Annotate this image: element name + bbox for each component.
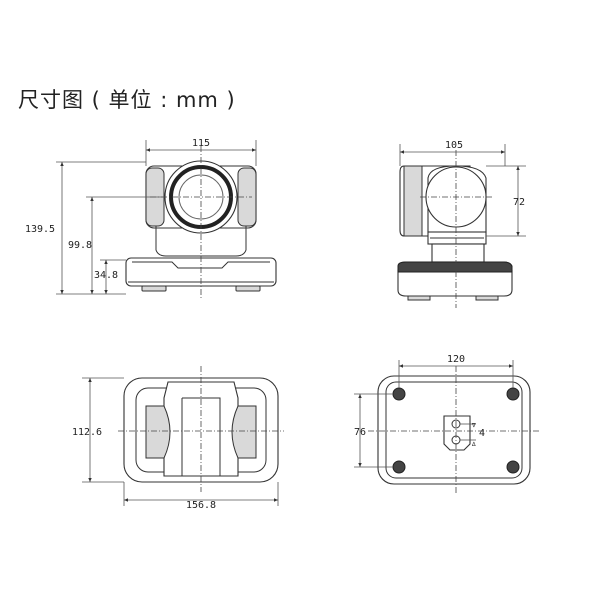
front-width-label: 115	[192, 138, 210, 149]
front-view: 115 139.5 99.8 34.8	[25, 138, 277, 298]
top-depth-label: 112.6	[72, 427, 102, 438]
side-foot-right	[475, 295, 499, 301]
bottom-foot-tr	[506, 387, 520, 401]
front-foot-right	[235, 285, 261, 292]
bottom-small-dim-label: 4	[479, 428, 485, 439]
svg-text:∆: ∆	[471, 441, 476, 448]
bottom-foot-tl	[392, 387, 406, 401]
svg-text:∇: ∇	[471, 422, 476, 429]
top-left-housing	[145, 405, 171, 459]
front-total-height-label: 139.5	[25, 224, 55, 235]
bottom-mount-plate	[443, 415, 471, 451]
top-width-label: 156.8	[186, 500, 216, 511]
bottom-foot-br	[506, 460, 520, 474]
front-lens-glass	[178, 174, 224, 220]
side-yoke	[431, 243, 485, 263]
side-head-height-label: 72	[513, 197, 525, 208]
side-foot-left	[407, 295, 431, 301]
top-view: 112.6 156.8	[72, 366, 284, 511]
top-right-housing	[231, 405, 257, 459]
side-view: 105 72	[397, 140, 526, 308]
front-base-height-label: 34.8	[94, 270, 118, 281]
page-title: 尺寸图 ( 单位 : mm )	[18, 88, 236, 112]
bottom-hole-y-label: 76	[354, 427, 366, 438]
bottom-view: ∇ ∆ 4 120 76	[354, 354, 540, 494]
front-foot-left	[141, 285, 167, 292]
side-head-back	[403, 165, 423, 237]
bottom-hole-x-label: 120	[447, 354, 465, 365]
side-depth-label: 105	[445, 140, 463, 151]
front-center-height-label: 99.8	[68, 240, 92, 251]
bottom-foot-bl	[392, 460, 406, 474]
